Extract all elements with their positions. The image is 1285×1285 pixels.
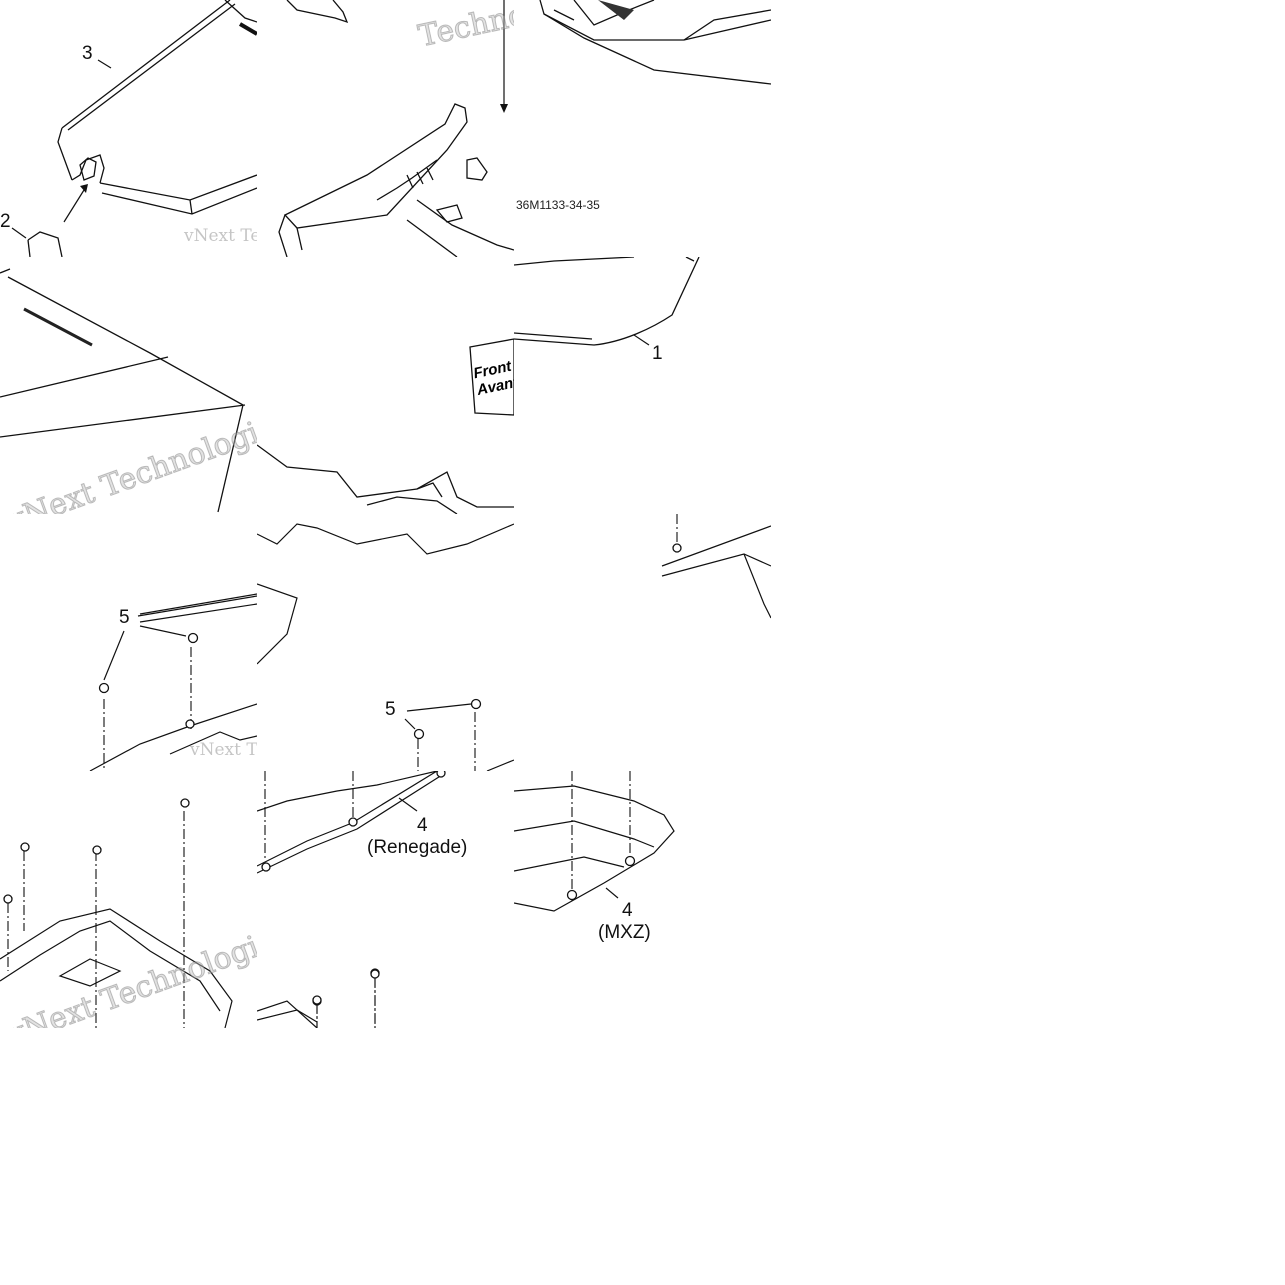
- leader-line-4: [605, 887, 619, 899]
- callout-5a: 5: [119, 607, 130, 628]
- callout-4b: 4: [622, 900, 633, 921]
- callout-4a-variant: (Renegade): [367, 837, 468, 858]
- screw: [98, 682, 110, 694]
- front-sign: Front Avant: [472, 357, 514, 399]
- leader-line-4: [398, 797, 418, 812]
- diagram-tile-windshield-face: vNext Technologies: [0, 257, 257, 514]
- diagram-tile-windshield-side: 3 2 vNext Technologies: [0, 0, 257, 257]
- lower-screws-drawing: [257, 969, 380, 1028]
- leader-line-3: [97, 59, 112, 69]
- renegade-plate-drawing: [257, 771, 446, 1028]
- screw: [413, 728, 425, 740]
- bracket-drawing: [257, 338, 514, 514]
- skid-plate-bottom-drawing: [0, 798, 233, 1028]
- diagram-tile-renegade-plate: 4 (Renegade): [257, 771, 514, 1028]
- assembly-arrow: [63, 189, 85, 223]
- screw: [187, 632, 199, 644]
- leader-line-5: [406, 703, 472, 712]
- windshield-side-drawing: [11, 0, 257, 257]
- callout-2: 2: [0, 211, 11, 232]
- diagram-tile-front-marker: Front Avant: [257, 257, 514, 514]
- screw: [470, 698, 482, 710]
- diagram-tile-mxz-plate: 4 (MXZ): [514, 771, 771, 1028]
- screws-drawing: [257, 523, 514, 771]
- skid-plate-drawing: [89, 593, 257, 771]
- reference-code: 36M1133-34-35: [516, 198, 600, 212]
- mxz-plate-drawing: [514, 771, 675, 912]
- front-sign-plate: [469, 338, 514, 416]
- callout-4a: 4: [417, 815, 428, 836]
- diagram-tile-skid-plate-top: 5 vNext Technologies: [0, 514, 257, 771]
- deflector-drawing: [278, 0, 514, 257]
- diagram-tile-lower-screws: [257, 960, 514, 1028]
- callout-4b-variant: (MXZ): [598, 922, 651, 943]
- hood-drawing: [514, 257, 700, 346]
- leader-line-5: [137, 595, 257, 617]
- diagram-tile-screws: 5: [257, 514, 514, 771]
- plate-edge-drawing: [661, 514, 771, 619]
- top-panel-drawing: [539, 0, 771, 85]
- callout-5b: 5: [385, 699, 396, 720]
- diagram-tile-skid-plate-bottom: vNext Technologies: [0, 771, 257, 1028]
- diagram-tile-deflector: Technologies: [257, 0, 514, 257]
- diagram-tile-top-panel: 36M1133-34-35: [514, 0, 771, 257]
- diagram-tile-hood: 1: [514, 257, 771, 514]
- diagram-tile-plate-edge: [514, 514, 771, 771]
- callout-1: 1: [652, 343, 663, 364]
- diagram-tile-bottom-fragment: [257, 1028, 514, 1029]
- leader-line-1: [633, 334, 650, 346]
- callout-3: 3: [82, 43, 93, 64]
- windshield-face-drawing: [0, 268, 246, 513]
- leader-line-2: [11, 227, 27, 239]
